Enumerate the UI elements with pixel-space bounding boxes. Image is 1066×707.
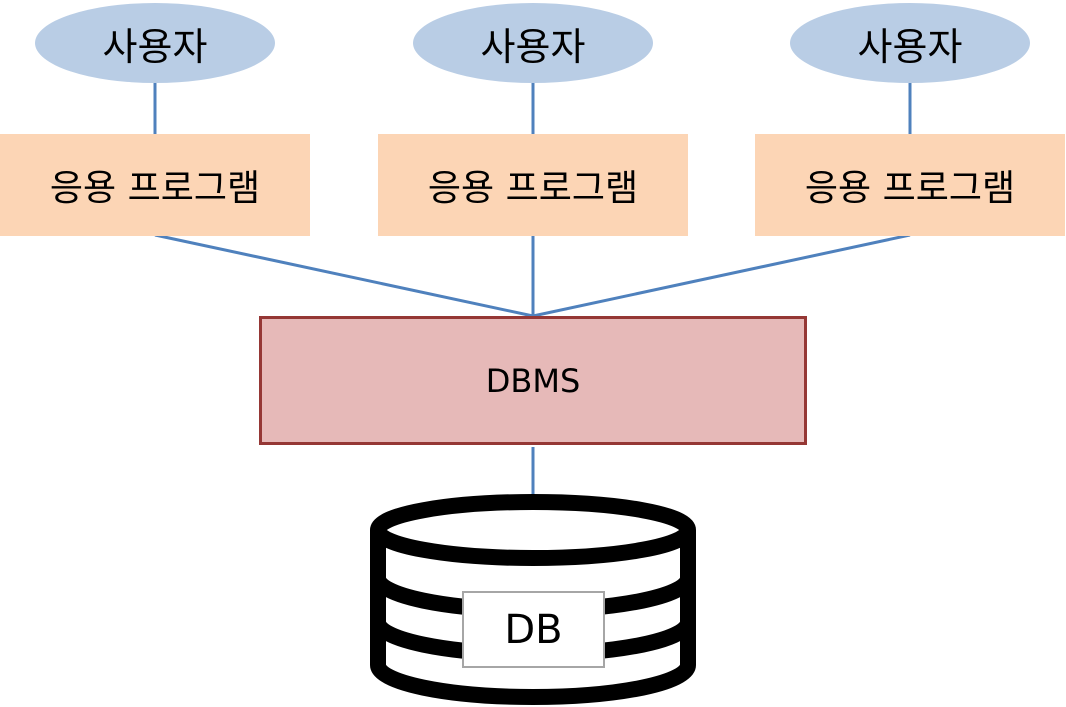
user-label: 사용자 (102, 24, 208, 69)
app-node-3: 응용 프로그램 (755, 134, 1065, 236)
app-label: 응용 프로그램 (49, 168, 261, 209)
user-label: 사용자 (480, 24, 586, 69)
user-node-2: 사용자 (413, 3, 653, 83)
dbms-node: DBMS (259, 316, 807, 445)
user-node-1: 사용자 (35, 3, 275, 83)
app-label: 응용 프로그램 (804, 168, 1016, 209)
app-node-2: 응용 프로그램 (378, 134, 688, 236)
db-label: DB (504, 606, 563, 653)
app-label: 응용 프로그램 (427, 168, 639, 209)
connector-app3-dbms (532, 233, 911, 318)
user-label: 사용자 (857, 24, 963, 69)
db-label-box: DB (462, 591, 605, 668)
app-node-1: 응용 프로그램 (0, 134, 310, 236)
dbms-label: DBMS (485, 361, 581, 400)
connector-app1-dbms (154, 233, 534, 318)
user-node-3: 사용자 (790, 3, 1030, 83)
